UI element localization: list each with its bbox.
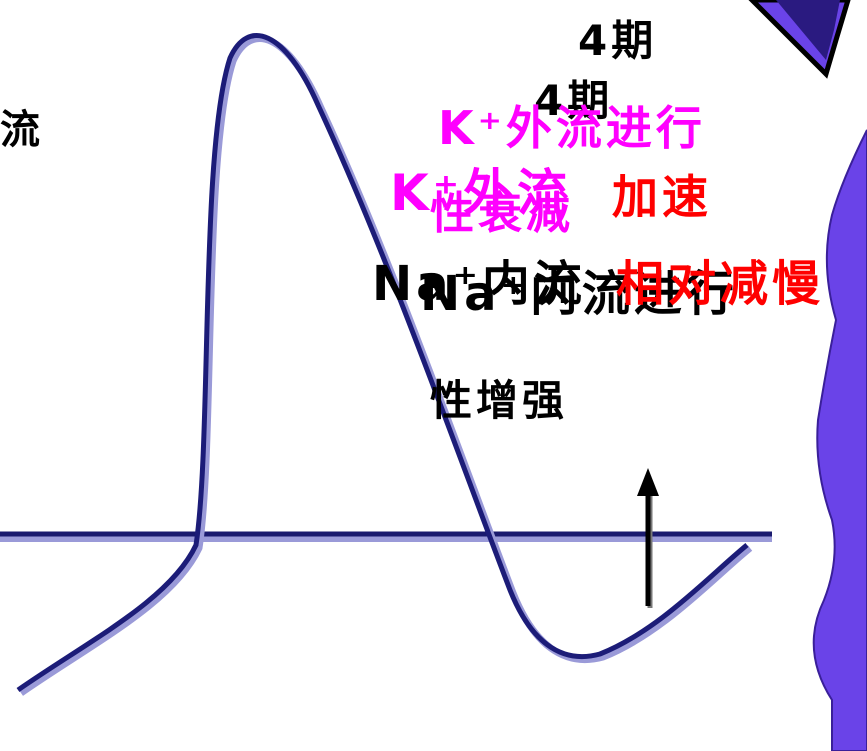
k-decay-label: 性衰减 — [430, 188, 574, 239]
na-slowdown-label: 相对减慢 — [616, 256, 825, 312]
k-efflux-label-b: K⁺外流 — [390, 164, 572, 222]
k-efflux-label-a: K⁺外流进行 — [438, 101, 706, 155]
phase-label-a: 4期 — [578, 16, 658, 65]
edge-label-left: 流 — [0, 107, 44, 153]
phase-label-b: 4期 — [534, 76, 614, 125]
na-influx-label-b: Na⁺内流进行 — [420, 266, 738, 322]
up-arrow-icon — [637, 468, 659, 608]
purple-wavy-band — [812, 129, 867, 751]
k-accelerate-label: 加速 — [612, 170, 712, 224]
na-influx-label-a: Na⁺内流 — [372, 256, 586, 312]
decorative-dart-icon — [748, 0, 851, 79]
na-strengthen-label: 性增强 — [430, 376, 569, 425]
action-potential-curve — [16, 33, 749, 693]
